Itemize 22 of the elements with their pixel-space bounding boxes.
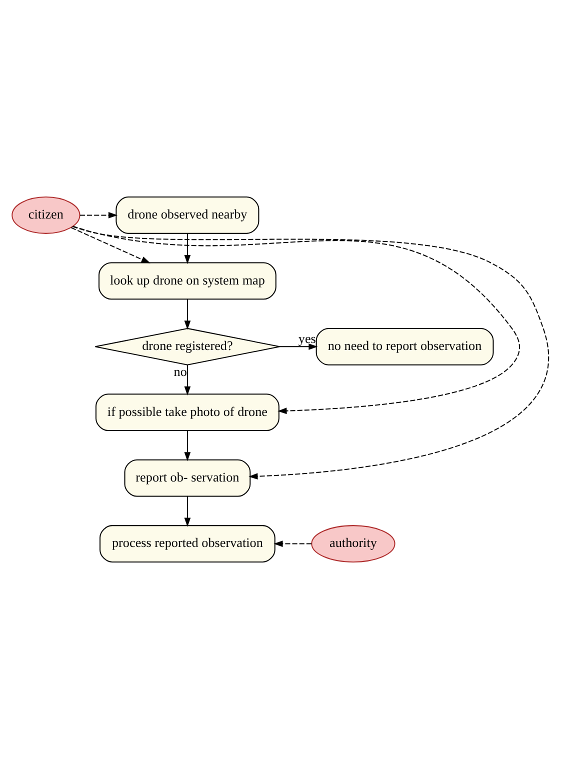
node-box: drone observed nearby <box>116 196 260 234</box>
node-box: process reported observation <box>100 524 276 562</box>
arrow <box>71 226 150 263</box>
arrow <box>184 298 191 330</box>
edge-label: yes <box>298 330 316 346</box>
node-box: no need to report observation <box>316 327 494 365</box>
arrow <box>72 225 520 414</box>
arrow <box>274 540 312 546</box>
node-ellipse: citizen <box>12 196 80 234</box>
node-diamond: drone registered? <box>94 327 280 365</box>
edge-label: no <box>174 364 187 379</box>
arrow <box>184 233 191 264</box>
node-ellipse: authority <box>311 524 396 562</box>
node-box: report ob- servation <box>124 458 251 496</box>
node-box: look up drone on system map <box>98 262 276 300</box>
arrow <box>184 364 191 395</box>
arrow <box>184 496 191 526</box>
node-box: if possible take photo of drone <box>95 393 280 431</box>
arrow <box>72 226 549 479</box>
arrow <box>280 342 318 350</box>
arrow <box>184 430 191 461</box>
arrow <box>80 212 118 218</box>
